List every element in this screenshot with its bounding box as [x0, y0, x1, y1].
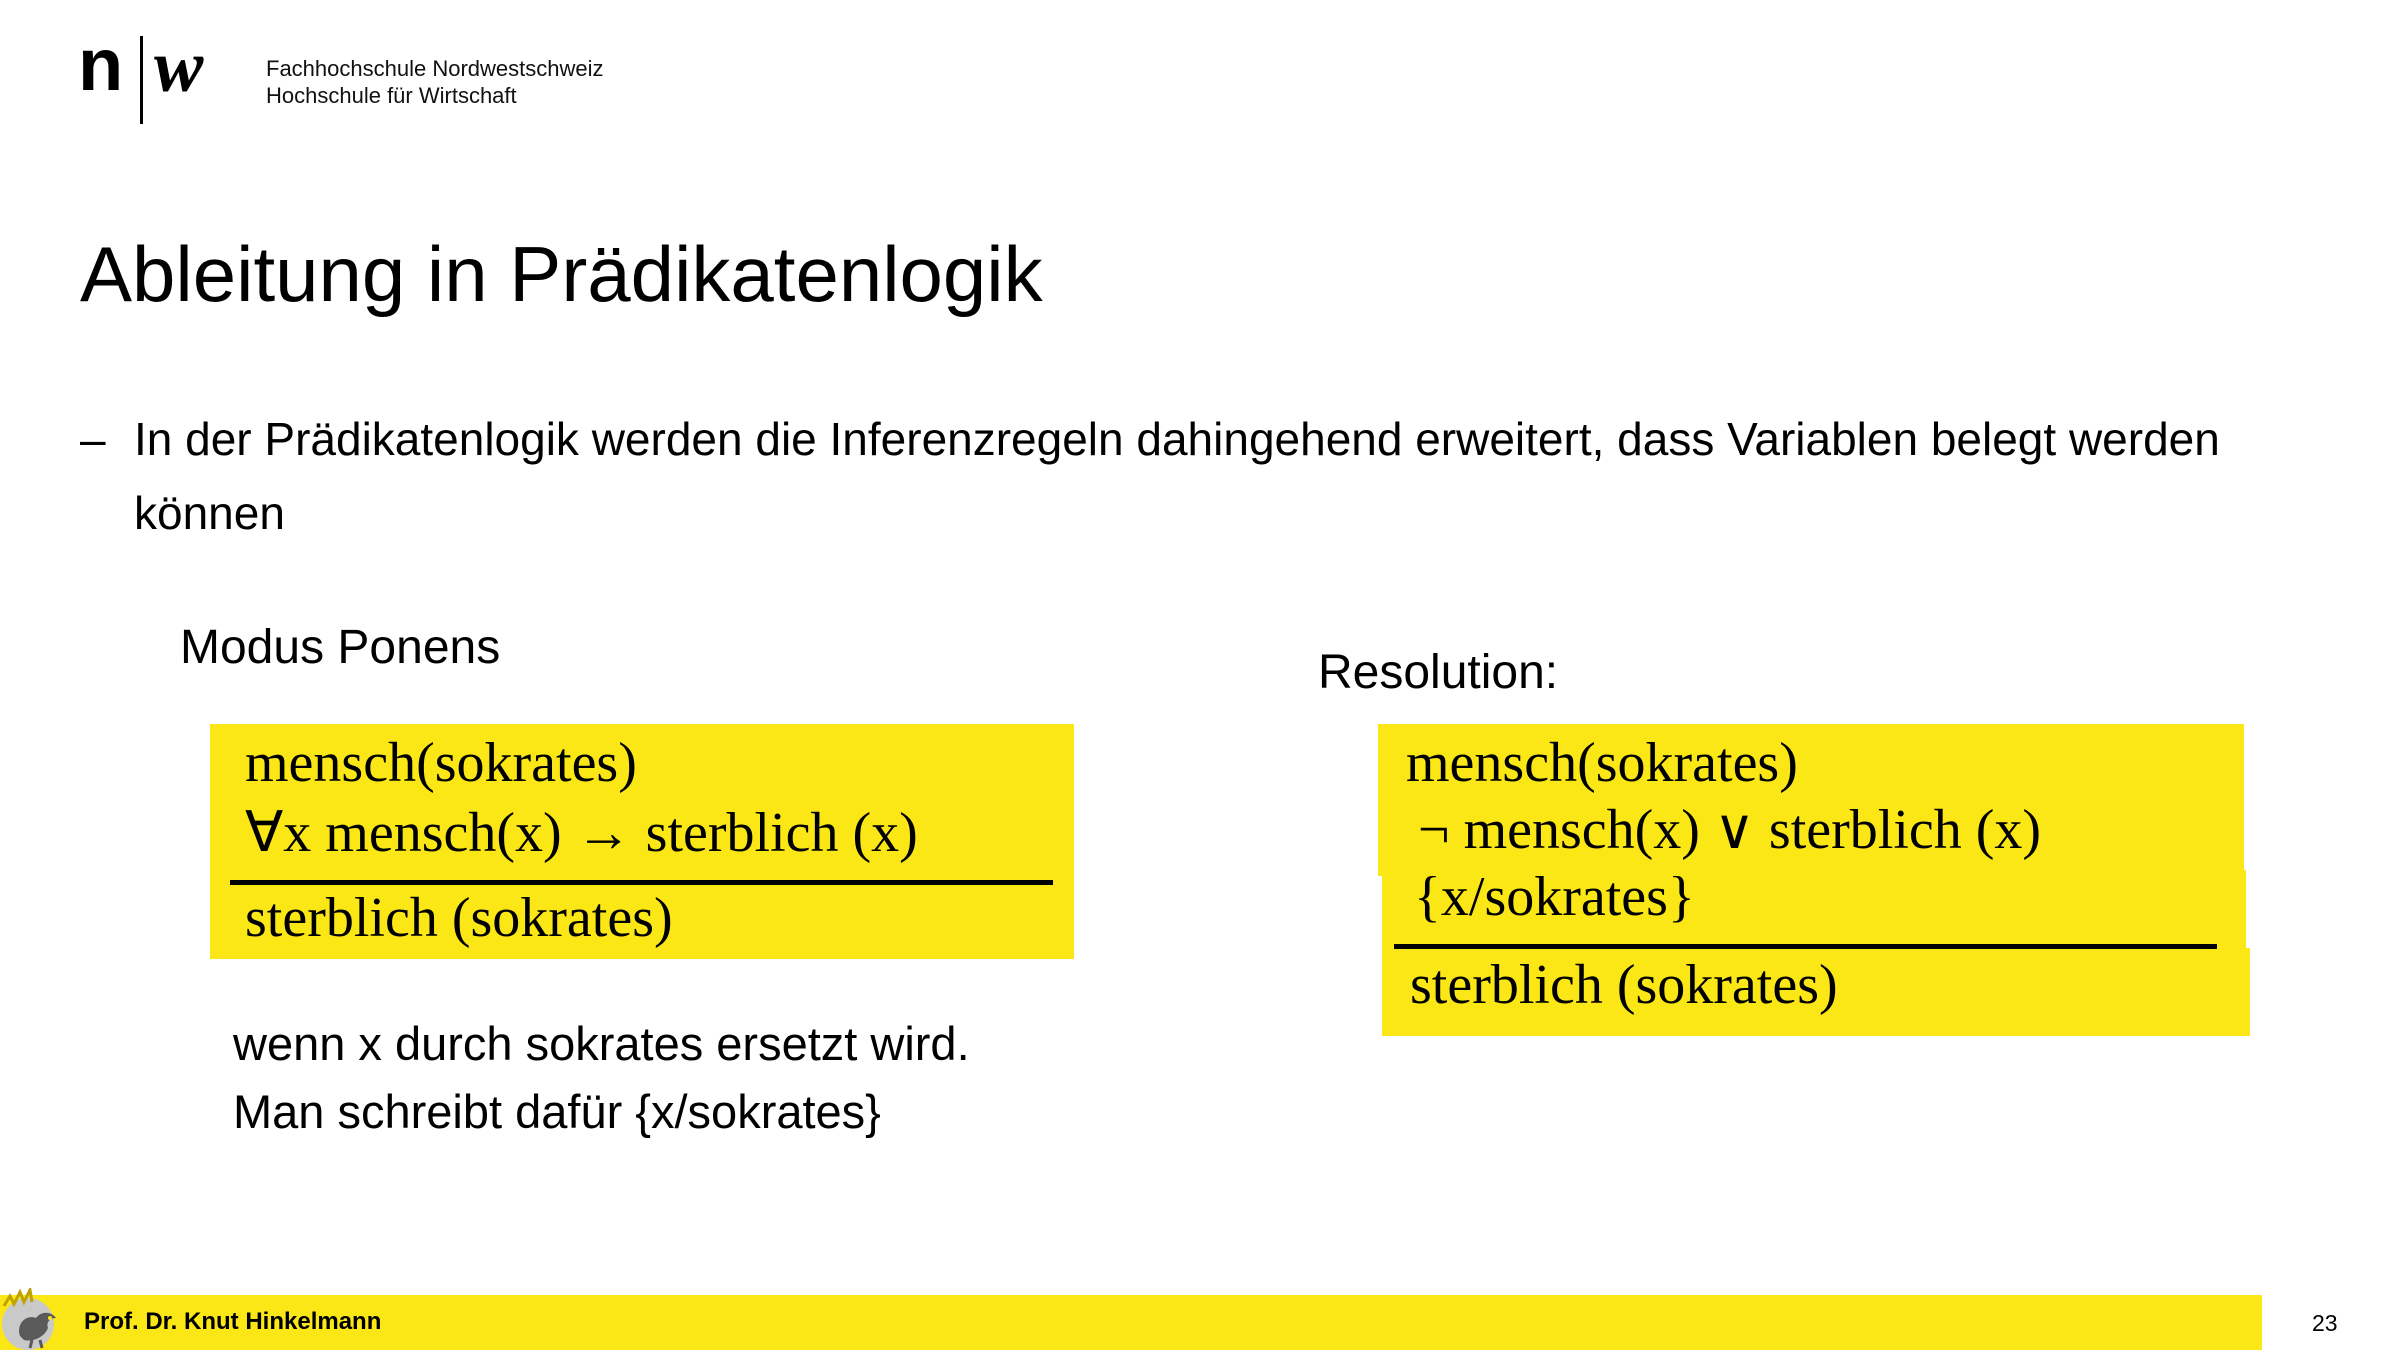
- res-substitution: {x/sokrates}: [1414, 866, 1695, 928]
- mp-note-line1: wenn x durch sokrates ersetzt wird.: [233, 1017, 970, 1070]
- bullet-text: In der Prädikatenlogik werden die Infere…: [134, 413, 2220, 539]
- logo-divider: [140, 36, 143, 124]
- mp-conclusion: sterblich (sokrates): [245, 887, 673, 949]
- resolution-label: Resolution:: [1318, 646, 1559, 699]
- mp-premise-1: mensch(sokrates): [245, 732, 637, 794]
- bullet-dash: –: [80, 413, 106, 465]
- mp-premise-2: ∀x mensch(x) → sterblich (x): [245, 802, 918, 864]
- fhnw-logo-w: w: [154, 26, 204, 108]
- resolution-box-top: [1378, 724, 2244, 876]
- mp-note-line2: Man schreibt dafür {x/sokrates}: [233, 1085, 881, 1138]
- modus-ponens-label: Modus Ponens: [180, 621, 501, 674]
- res-premise-2: ¬ mensch(x) ∨ sterblich (x): [1418, 799, 2042, 861]
- mp-note: wenn x durch sokrates ersetzt wird. Man …: [233, 1010, 970, 1146]
- rooster-logo-icon: [2, 1288, 56, 1350]
- footer-bar: [0, 1295, 2262, 1350]
- school-name-line1: Fachhochschule Nordwestschweiz: [266, 56, 604, 81]
- mp-inference-line: [230, 880, 1053, 885]
- res-inference-line: [1394, 944, 2217, 949]
- school-name-line2: Hochschule für Wirtschaft: [266, 83, 517, 108]
- page-number: 23: [2312, 1310, 2338, 1336]
- resolution-box-bottom: [1382, 948, 2250, 1036]
- res-conclusion: sterblich (sokrates): [1410, 954, 1838, 1016]
- modus-ponens-box: [210, 724, 1074, 959]
- school-name: Fachhochschule Nordwestschweiz Hochschul…: [266, 55, 604, 109]
- res-premise-1: mensch(sokrates): [1406, 732, 1798, 794]
- slide-title: Ableitung in Prädikatenlogik: [80, 230, 1043, 318]
- fhnw-logo-n: n: [78, 23, 123, 106]
- resolution-box-middle: [1382, 870, 2246, 950]
- footer-author: Prof. Dr. Knut Hinkelmann: [84, 1308, 382, 1335]
